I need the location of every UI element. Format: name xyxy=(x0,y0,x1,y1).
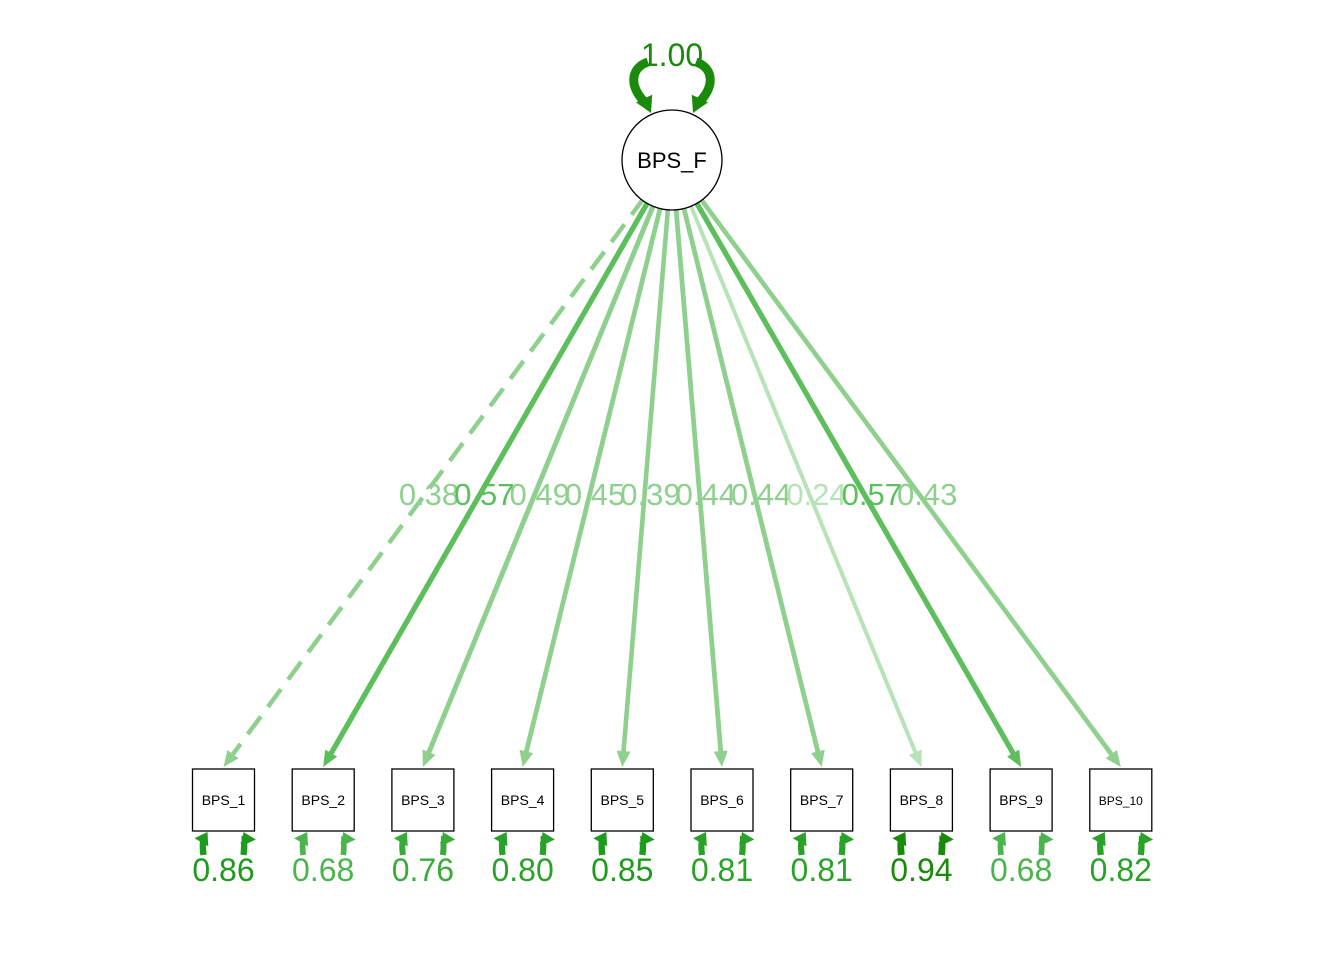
loading-path-6[interactable] xyxy=(673,205,724,754)
loading-path-8[interactable] xyxy=(687,201,918,755)
residual-label-1: 0.86 xyxy=(192,852,254,888)
latent-variance-loop xyxy=(629,57,715,113)
indicator-label-4: BPS_4 xyxy=(501,792,545,808)
residual-arrowhead-left-8 xyxy=(892,832,907,847)
residual-arrowhead-right-9 xyxy=(1039,832,1054,847)
loading-path-7[interactable] xyxy=(680,204,821,754)
loading-arrowhead-3 xyxy=(422,749,436,767)
latent-variance-label: 1.00 xyxy=(641,37,703,73)
indicator-label-10: BPS_10 xyxy=(1099,794,1143,808)
residual-arrowhead-left-10 xyxy=(1091,832,1106,847)
indicator-nodes: BPS_1 BPS_2 BPS_3 BPS_4 BPS_5 BPS_6 BPS_7 BPS_8… xyxy=(191,768,1153,832)
residual-label-3: 0.76 xyxy=(392,852,454,888)
residual-arrowhead-left-2 xyxy=(294,832,308,847)
loading-arrowhead-6 xyxy=(713,750,728,767)
loading-arrowhead-4 xyxy=(519,749,534,767)
loading-path-3[interactable] xyxy=(425,201,657,755)
loading-path-4[interactable] xyxy=(523,204,664,754)
loading-path-2[interactable] xyxy=(327,198,652,757)
latent-variance-arrowhead-left xyxy=(636,94,653,113)
latent-node-bps-f[interactable] xyxy=(621,109,723,211)
indicator-node-9[interactable] xyxy=(989,768,1053,832)
indicator-node-2[interactable] xyxy=(291,768,355,832)
residual-label-7: 0.81 xyxy=(791,852,853,888)
loading-label-6: 0.44 xyxy=(676,477,736,512)
indicator-label-1: BPS_1 xyxy=(202,792,246,808)
indicator-label-5: BPS_5 xyxy=(601,792,645,808)
residual-arrowhead-left-6 xyxy=(693,832,707,847)
residual-arrowhead-left-5 xyxy=(593,832,608,847)
loading-label-8: 0.24 xyxy=(786,477,846,512)
indicator-label-9: BPS_9 xyxy=(999,792,1043,808)
indicator-label-6: BPS_6 xyxy=(700,792,744,808)
loading-arrowhead-1 xyxy=(223,750,239,767)
residual-arrowhead-right-6 xyxy=(739,832,755,847)
residual-label-9: 0.68 xyxy=(990,852,1052,888)
indicator-node-6[interactable] xyxy=(690,768,754,832)
residual-arrowhead-left-1 xyxy=(194,832,209,847)
residual-arrowhead-right-10 xyxy=(1138,832,1154,847)
loading-label-7: 0.44 xyxy=(731,477,791,512)
loading-label-5: 0.39 xyxy=(620,477,680,512)
residual-arrowhead-left-7 xyxy=(792,832,807,847)
loading-arrowhead-7 xyxy=(811,749,825,767)
loading-label-3: 0.49 xyxy=(510,477,570,512)
residual-arrowhead-right-2 xyxy=(341,832,356,847)
residual-arrowhead-left-4 xyxy=(493,832,508,847)
loading-path-9[interactable] xyxy=(692,198,1017,757)
loading-arrowhead-5 xyxy=(616,750,631,767)
loading-labels: 0.380.570.490.450.390.440.440.240.570.43 xyxy=(399,477,958,512)
residual-label-2: 0.68 xyxy=(292,852,354,888)
residual-arrowhead-right-8 xyxy=(939,832,954,847)
nodes: BPS_F 1.00 xyxy=(621,37,723,211)
indicator-node-3[interactable] xyxy=(391,768,455,832)
residual-label-6: 0.81 xyxy=(691,852,753,888)
loading-label-1: 0.38 xyxy=(399,477,459,512)
loading-label-9: 0.57 xyxy=(842,477,902,512)
loading-label-4: 0.45 xyxy=(565,477,625,512)
loading-paths xyxy=(223,195,1121,767)
indicator-label-3: BPS_3 xyxy=(401,792,445,808)
loading-arrowhead-2 xyxy=(323,749,338,767)
indicator-node-10[interactable] xyxy=(1089,768,1153,832)
indicator-node-1[interactable] xyxy=(191,768,256,832)
indicator-node-7[interactable] xyxy=(790,768,854,832)
indicator-label-7: BPS_7 xyxy=(800,792,844,808)
latent-node-label: BPS_F xyxy=(637,148,707,173)
loading-arrowhead-10 xyxy=(1105,750,1121,767)
indicator-node-5[interactable] xyxy=(590,768,654,832)
loading-label-2: 0.57 xyxy=(454,477,514,512)
residual-arrowhead-right-1 xyxy=(241,832,256,847)
indicator-node-8[interactable] xyxy=(889,768,954,832)
residual-arrowhead-left-3 xyxy=(393,832,408,847)
indicator-label-8: BPS_8 xyxy=(900,792,944,808)
residual-label-5: 0.85 xyxy=(591,852,653,888)
residual-label-8: 0.94 xyxy=(890,852,952,888)
residual-arrowhead-left-9 xyxy=(992,832,1006,847)
residual-variances: 0.86 0.68 0.76 0.80 0.85 0.81 0.81 0.94 0.68 0.82 xyxy=(192,832,1154,888)
loading-path-1[interactable] xyxy=(229,195,647,758)
loading-path-10[interactable] xyxy=(697,195,1115,758)
indicator-node-4[interactable] xyxy=(490,768,555,832)
residual-arrowhead-right-3 xyxy=(440,832,456,847)
residual-arrowhead-right-5 xyxy=(640,832,655,847)
loading-path-5[interactable] xyxy=(621,205,671,754)
indicator-label-2: BPS_2 xyxy=(301,792,345,808)
residual-arrowhead-right-7 xyxy=(839,832,854,847)
loading-arrowhead-8 xyxy=(908,749,922,767)
loading-label-10: 0.43 xyxy=(897,477,957,512)
residual-arrowhead-right-4 xyxy=(540,832,555,847)
residual-label-10: 0.82 xyxy=(1090,852,1152,888)
residual-label-4: 0.80 xyxy=(491,852,553,888)
latent-variance-arrowhead-right xyxy=(691,94,708,113)
loading-arrowhead-9 xyxy=(1007,749,1022,767)
